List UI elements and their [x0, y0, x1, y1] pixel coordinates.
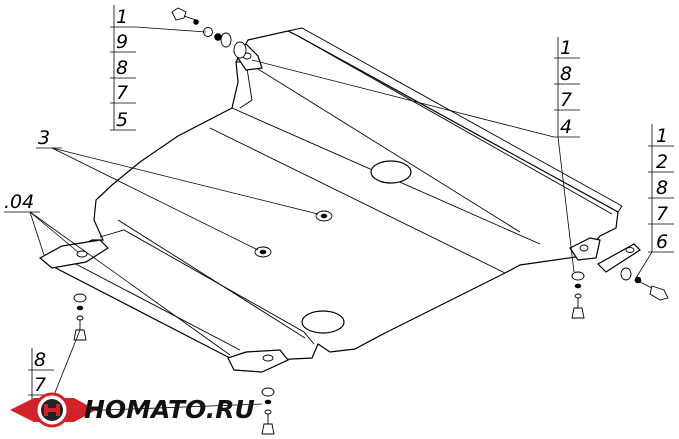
captive-nut-1 — [315, 210, 333, 222]
callout-bottom-left-2: 7 — [34, 374, 46, 396]
callout-stack-right: 1 2 8 7 6 — [635, 124, 674, 279]
bracket-front-right — [227, 349, 289, 373]
oval-vent-upper — [370, 160, 412, 184]
callout-part-3: 3 — [36, 127, 319, 251]
callout-bottom-left-1: 8 — [34, 349, 46, 371]
bolt-set-right — [620, 267, 669, 301]
callout-right-1: 1 — [656, 125, 668, 147]
callout-top-right-2: 8 — [560, 63, 572, 85]
callout-part-04: .04 — [4, 191, 231, 356]
callout-top-left-4: 7 — [116, 82, 128, 104]
callout-top-right-1: 1 — [560, 37, 572, 59]
callout-top-right-3: 7 — [560, 89, 572, 111]
captive-nut-2 — [254, 246, 272, 258]
callout-right-3: 8 — [656, 177, 668, 199]
bracket-rear-right — [569, 237, 601, 261]
callout-top-left-2: 9 — [116, 31, 128, 53]
callout-right-5: 6 — [656, 231, 668, 253]
callout-top-left-3: 8 — [116, 57, 128, 79]
bracket-separate-plate — [597, 243, 641, 273]
bolt-set-top — [171, 7, 247, 59]
callout-part-04-label: .04 — [4, 191, 34, 213]
oval-vent-lower — [301, 310, 345, 334]
bracket-front-left — [38, 239, 109, 269]
callout-top-left-5: 5 — [116, 109, 128, 131]
homato-logo: HOMATO.RU — [10, 392, 255, 428]
callout-top-right-4: 4 — [560, 116, 572, 138]
callout-right-2: 2 — [656, 151, 668, 173]
callout-right-4: 7 — [656, 203, 668, 225]
callout-stack-top-left: 1 9 8 7 5 — [110, 5, 207, 131]
bolt-set-front-left — [73, 293, 87, 341]
logo-text: HOMATO.RU — [84, 395, 255, 424]
callout-part-3-label: 3 — [38, 127, 50, 149]
callout-top-left-1: 1 — [116, 6, 128, 28]
bolt-set-rear-right — [571, 271, 585, 319]
callout-stack-top-right: 1 8 7 4 — [251, 37, 580, 273]
bolt-set-front-right — [261, 387, 275, 435]
